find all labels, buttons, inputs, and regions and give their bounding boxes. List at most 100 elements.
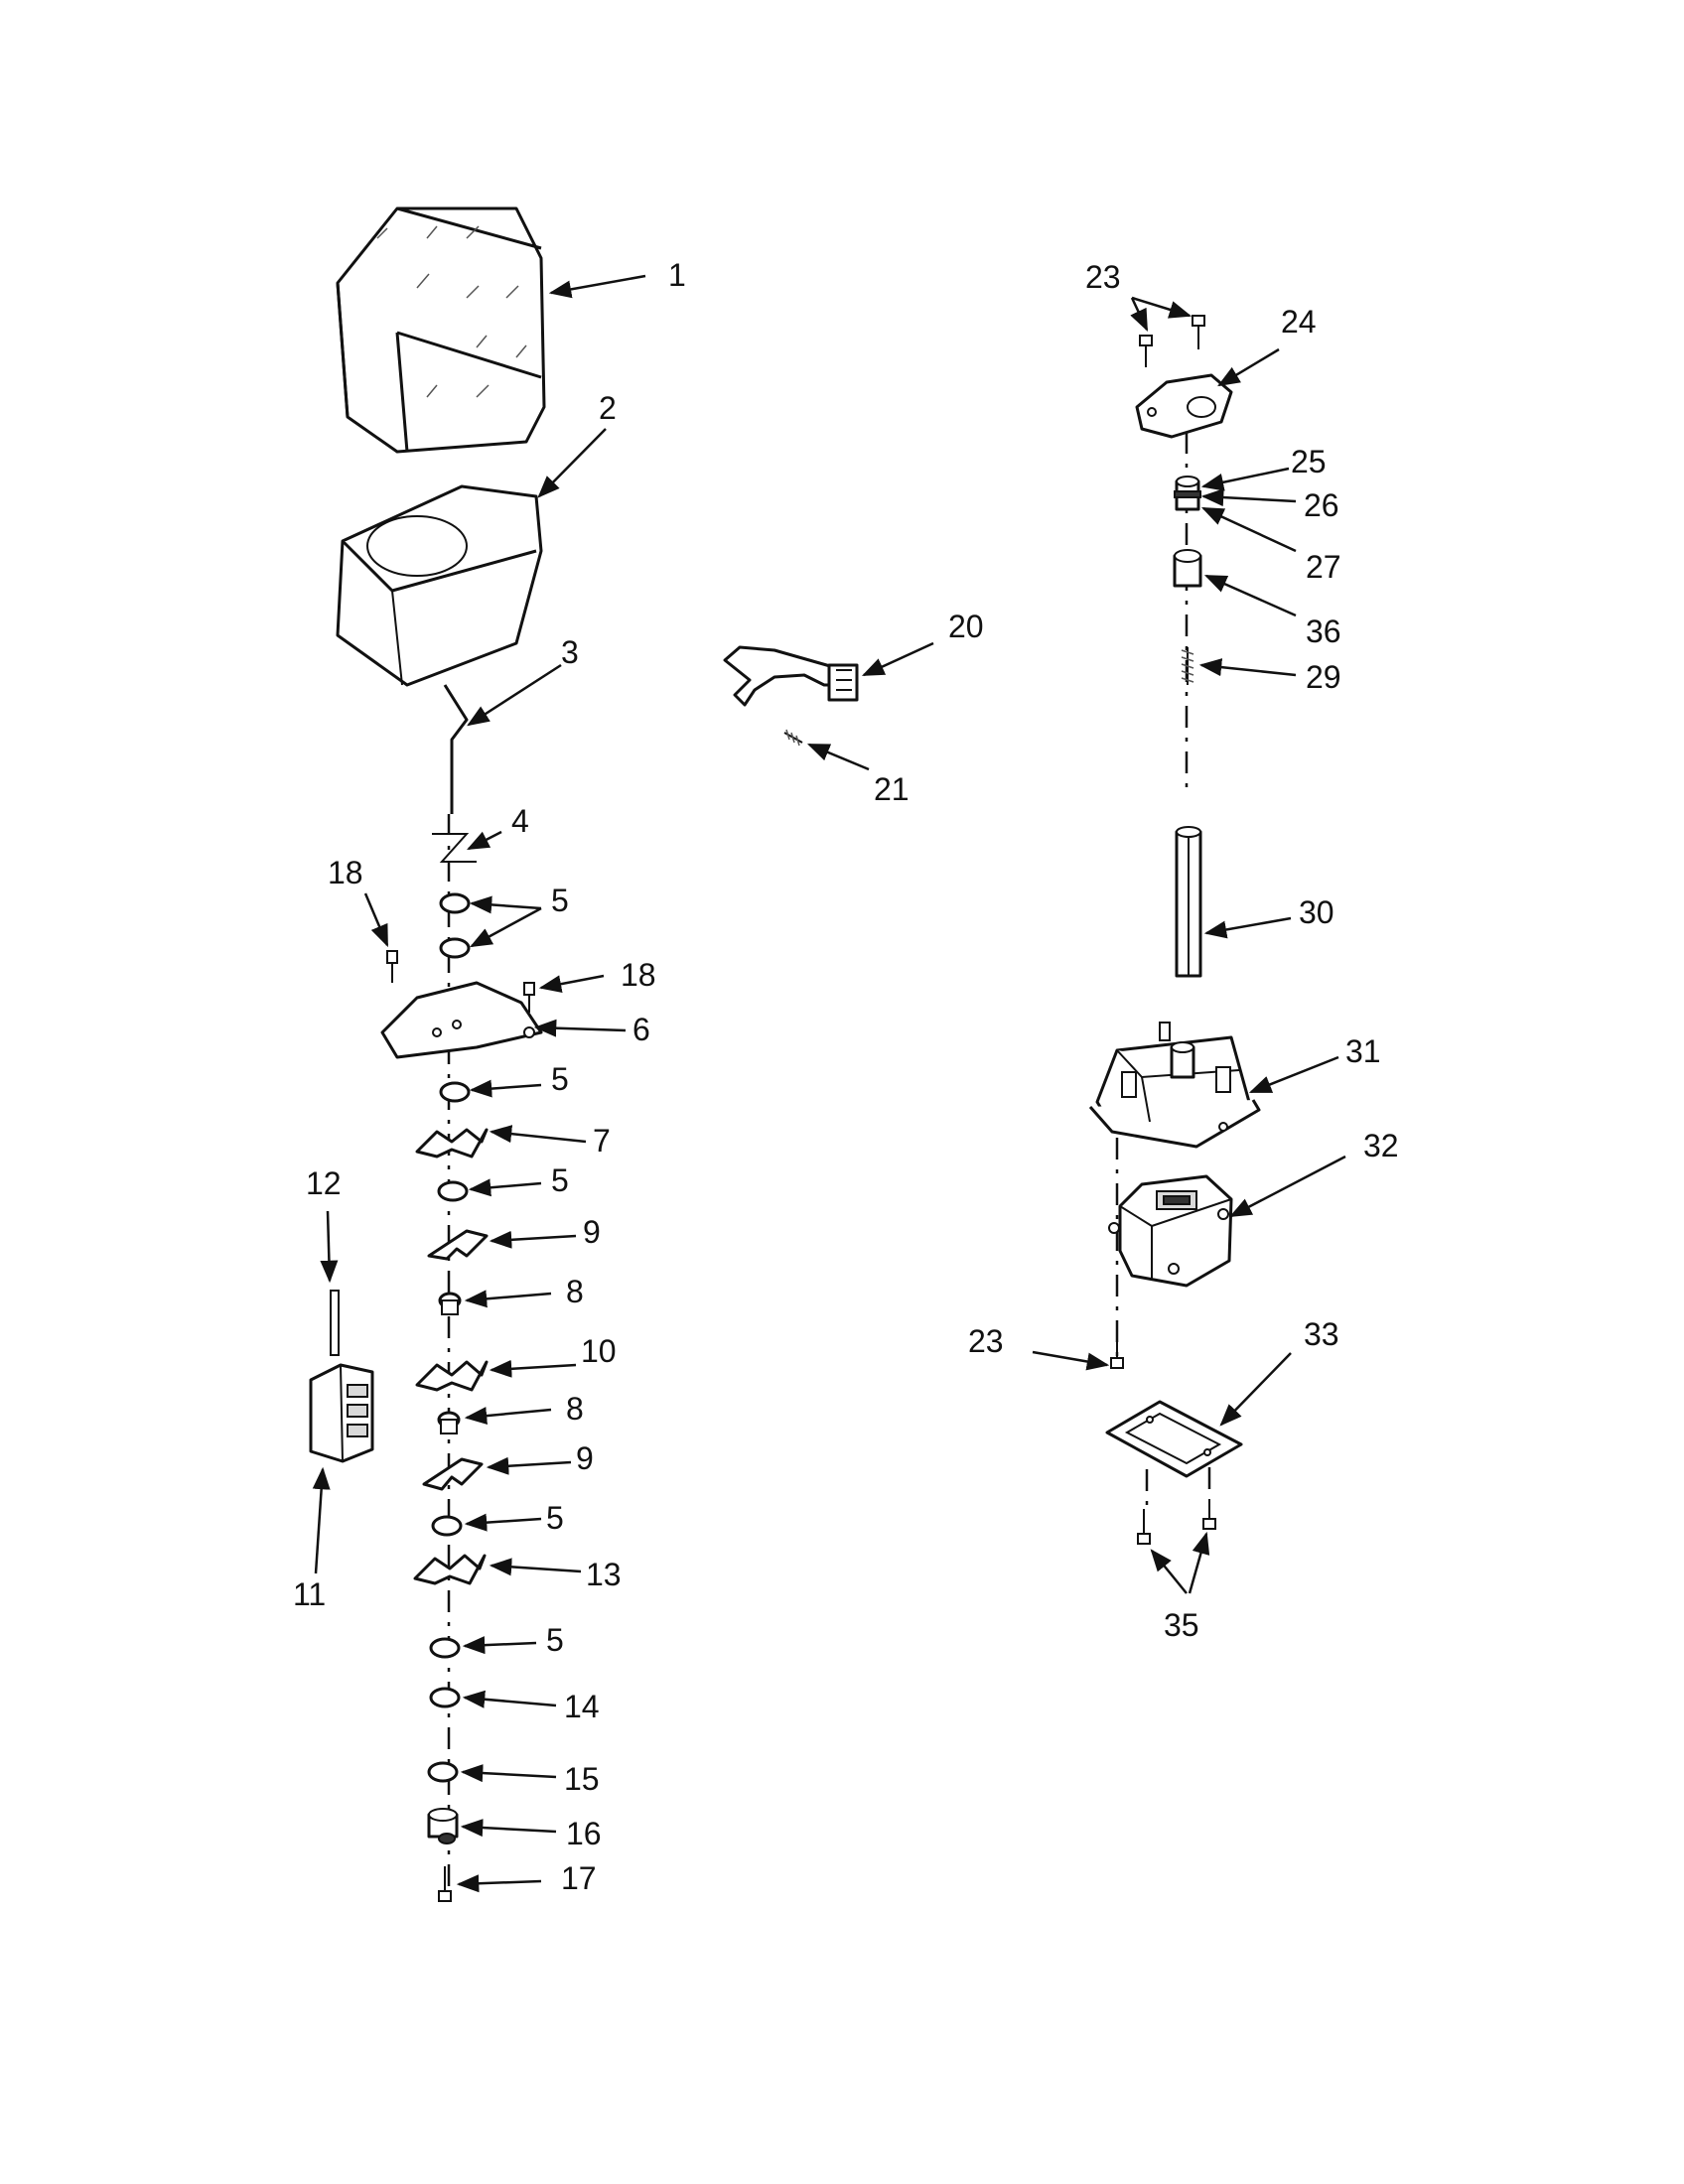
leader-4 (466, 830, 502, 851)
part-13-blade (413, 1554, 487, 1585)
callout-35: 35 (1164, 1607, 1199, 1643)
callout-12: 12 (306, 1165, 342, 1201)
leader-1 (548, 274, 646, 299)
part-14-washer (429, 1687, 461, 1708)
leader-31 (1248, 1055, 1339, 1094)
callout-6: 6 (632, 1012, 650, 1047)
leader-7 (489, 1125, 587, 1144)
callout-5-b: 5 (551, 1061, 569, 1097)
part-16-coupler (427, 1808, 459, 1844)
leader-18a (363, 892, 389, 948)
leader-23a-2 (1131, 296, 1193, 319)
leader-25 (1200, 467, 1290, 491)
leader-2 (537, 428, 607, 498)
leader-15 (460, 1764, 557, 1783)
callout-17: 17 (561, 1860, 597, 1896)
part-24-mounting-plate (1135, 373, 1233, 439)
callout-3: 3 (561, 634, 579, 670)
part-29-spring (1181, 647, 1194, 685)
leader-11 (312, 1466, 331, 1574)
part-33-gasket (1105, 1400, 1243, 1478)
leader-29 (1198, 658, 1297, 677)
leader-9a (489, 1230, 577, 1249)
leader-8a (464, 1290, 552, 1308)
part-35-screw-left (1137, 1509, 1151, 1545)
part-5-washer-d (431, 1515, 463, 1537)
callout-2: 2 (599, 390, 617, 426)
callout-10: 10 (581, 1333, 617, 1369)
callout-25: 25 (1291, 444, 1327, 479)
leader-3 (467, 663, 562, 727)
leader-5a-1 (469, 895, 542, 914)
part-20-bracket (723, 645, 859, 707)
callout-5-top: 5 (551, 883, 569, 918)
callout-1: 1 (668, 257, 686, 293)
leader-8b (464, 1407, 552, 1426)
callout-8-top: 8 (566, 1274, 584, 1309)
callout-20: 20 (948, 609, 984, 644)
callout-23-bottom: 23 (968, 1323, 1004, 1359)
leader-12 (320, 1210, 339, 1284)
part-18-screw-left (386, 950, 398, 983)
callout-15: 15 (564, 1761, 600, 1797)
part-6-bearing-plate (380, 981, 543, 1059)
leader-5e (462, 1636, 537, 1655)
part-12-pin (330, 1290, 340, 1356)
part-7-blade (415, 1128, 489, 1159)
part-1-ice-bin (336, 206, 546, 454)
part-2-bin-housing (336, 484, 543, 687)
leader-27 (1200, 506, 1297, 553)
leader-35-2 (1188, 1531, 1210, 1594)
part-4-clip (432, 833, 477, 863)
callout-11: 11 (293, 1576, 326, 1612)
callout-30: 30 (1299, 894, 1334, 930)
leader-32 (1229, 1155, 1346, 1218)
part-31-motor-cover (1088, 1022, 1261, 1149)
leader-24 (1217, 347, 1280, 387)
leader-21 (806, 743, 870, 771)
leader-26 (1200, 488, 1297, 507)
leader-17 (456, 1874, 542, 1893)
part-23-screw-bottom (1110, 1335, 1124, 1369)
leader-36 (1203, 574, 1297, 617)
callout-9-bottom: 9 (576, 1440, 594, 1476)
part-5-washer-b (439, 1081, 471, 1103)
callout-29: 29 (1306, 659, 1341, 695)
callout-27: 27 (1306, 549, 1341, 585)
leader-10 (489, 1359, 577, 1378)
part-23-screw-top-left (1139, 335, 1153, 367)
part-32-motor (1108, 1174, 1233, 1288)
callout-18-right: 18 (621, 957, 656, 993)
callout-23-top: 23 (1085, 259, 1121, 295)
leader-20 (861, 641, 934, 677)
part-9-blade-top (427, 1229, 489, 1261)
callout-14: 14 (564, 1689, 600, 1724)
leader-13 (489, 1558, 582, 1576)
callout-7: 7 (593, 1123, 611, 1159)
part-17-screw (438, 1866, 452, 1902)
callout-33: 33 (1304, 1316, 1339, 1352)
callout-13: 13 (586, 1557, 622, 1592)
leader-23b (1032, 1350, 1110, 1371)
part-10-blade (415, 1360, 489, 1392)
callout-5-e: 5 (546, 1622, 564, 1658)
leader-23a-1 (1130, 297, 1149, 333)
leader-14 (462, 1690, 557, 1708)
leader-16 (460, 1819, 557, 1838)
callout-21: 21 (874, 771, 910, 807)
leader-18b (538, 974, 605, 994)
leader-5c (468, 1178, 542, 1197)
callout-36: 36 (1306, 614, 1341, 649)
part-11-housing-block (309, 1363, 374, 1463)
callout-5-d: 5 (546, 1500, 564, 1536)
callout-18-left: 18 (328, 855, 363, 890)
part-5-washer-top (439, 892, 471, 959)
callout-16: 16 (566, 1816, 602, 1851)
callout-31: 31 (1345, 1033, 1381, 1069)
callout-5-c: 5 (551, 1162, 569, 1198)
leader-5a-2 (470, 906, 542, 948)
part-8-spacer-bottom (437, 1411, 461, 1434)
leader-30 (1203, 916, 1292, 939)
part-9-blade-bottom (422, 1457, 484, 1491)
